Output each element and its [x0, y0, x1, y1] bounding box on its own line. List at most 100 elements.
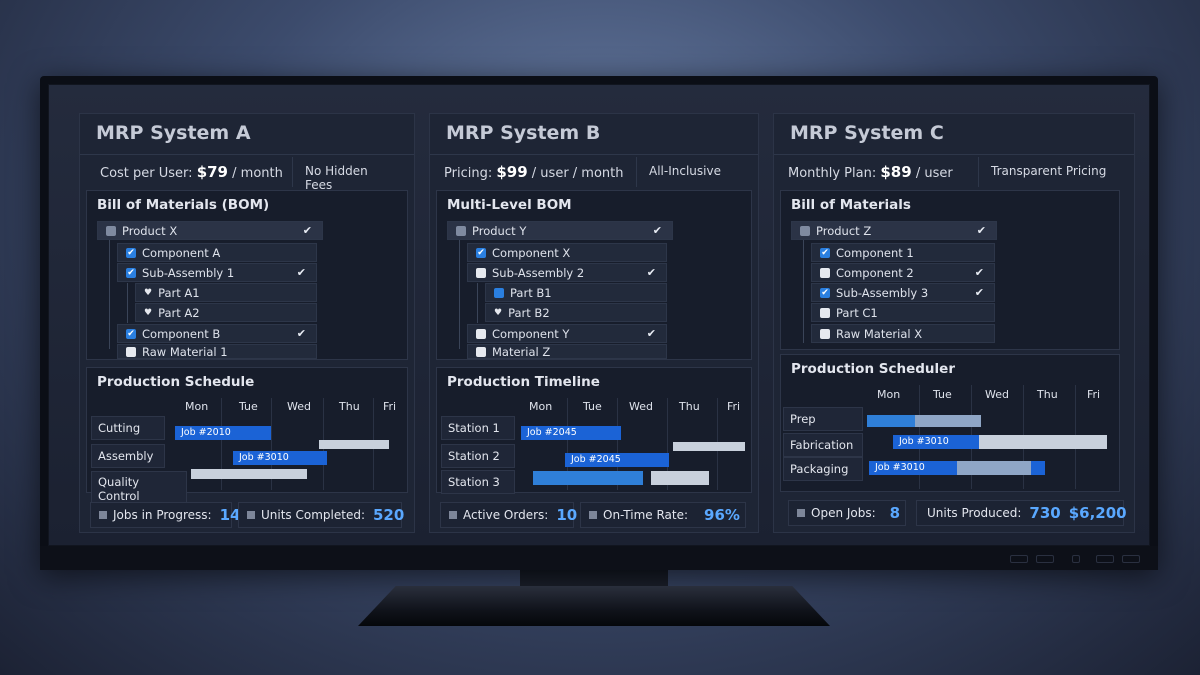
bom-item-component-2[interactable]: Component 2 ✔ — [811, 263, 995, 282]
bom-item-label: Part A2 — [158, 305, 200, 320]
panel-title: MRP System B — [446, 122, 601, 144]
bom-item-component-b[interactable]: ✔ Component B ✔ — [117, 324, 317, 343]
price-prefix: Monthly Plan: — [788, 166, 877, 181]
bom-item-component-x[interactable]: ✔ Component X — [467, 243, 667, 262]
bom-item-part-b1[interactable]: Part B1 — [485, 283, 667, 302]
bom-item-component-a[interactable]: ✔ Component A — [117, 243, 317, 262]
price-prefix: Cost per User: — [100, 166, 193, 181]
bom-item-label: Part C1 — [836, 305, 878, 320]
monitor-neck — [520, 570, 668, 590]
pricing-row: Cost per User: $79 / month No Hidden Fee… — [86, 157, 408, 192]
bom-item-raw-material-x[interactable]: Raw Material X — [811, 324, 995, 343]
pricing-tag: All-Inclusive — [636, 157, 733, 187]
day-header: Fri — [383, 400, 397, 413]
job-bar[interactable]: Job #3010 — [233, 451, 327, 465]
grid-line — [667, 398, 668, 490]
bom-item-part-b2[interactable]: ♥ Part B2 — [485, 303, 667, 322]
section-title: Multi-Level BOM — [447, 197, 572, 213]
checkbox-icon — [820, 328, 830, 339]
section-title: Production Scheduler — [791, 361, 955, 377]
bom-item-label: Raw Material 1 — [142, 344, 228, 359]
section-title: Bill of Materials — [791, 197, 911, 213]
bom-item-label: Component A — [142, 245, 221, 260]
bom-item-label: Component 2 — [836, 265, 914, 280]
day-header: Mon — [877, 388, 901, 401]
bom-item-label: Part A1 — [158, 285, 200, 300]
job-bar[interactable]: Job #2045 — [521, 426, 621, 440]
monitor-button[interactable] — [1036, 555, 1054, 563]
part-icon — [494, 287, 504, 298]
check-icon: ✔ — [646, 327, 656, 340]
panel-mrp-system-b: MRP System B Pricing: $99 / user / month… — [429, 113, 759, 533]
monitor-button[interactable] — [1122, 555, 1140, 563]
bom-item-component-y[interactable]: Component Y ✔ — [467, 324, 667, 343]
screen: MRP System A Cost per User: $79 / month … — [48, 84, 1150, 546]
job-bar[interactable]: Job #2045 — [565, 453, 669, 467]
day-header: Fri — [1087, 388, 1101, 401]
price-value: $99 — [496, 163, 528, 181]
stat-jobs-in-progress: Jobs in Progress: 14 — [90, 502, 240, 528]
grid-line — [567, 398, 568, 490]
bom-item-sub-assembly-1[interactable]: ✔ Sub-Assembly 1 ✔ — [117, 263, 317, 282]
monitor-button[interactable] — [1096, 555, 1114, 563]
bom-item-sub-assembly-3[interactable]: ✔ Sub-Assembly 3 ✔ — [811, 283, 995, 302]
bom-item-label: Component B — [142, 326, 221, 341]
day-header: Wed — [985, 388, 1009, 401]
grid-line — [221, 398, 222, 490]
job-bar[interactable] — [651, 471, 709, 485]
monitor: MRP System A Cost per User: $79 / month … — [40, 76, 1158, 570]
job-bar[interactable] — [867, 415, 915, 427]
day-header: Wed — [629, 400, 653, 413]
stat-label: Open Jobs: — [811, 506, 876, 520]
job-bar[interactable] — [915, 415, 981, 427]
bom-item-part-c1[interactable]: Part C1 — [811, 303, 995, 322]
stat-value: 14 — [219, 506, 241, 524]
schedule-row-label: Station 3 — [441, 470, 515, 494]
price-prefix: Pricing: — [444, 166, 493, 181]
monitor-stand — [358, 586, 830, 626]
bom-item-material-z[interactable]: Material Z — [467, 344, 667, 359]
job-bar[interactable] — [957, 461, 1031, 475]
check-icon: ✔ — [974, 266, 984, 279]
bom-item-part-a2[interactable]: ♥ Part A2 — [135, 303, 317, 322]
part-icon: ♥ — [144, 307, 153, 318]
divider — [430, 154, 758, 155]
day-header: Tue — [583, 400, 602, 413]
monitor-button[interactable] — [1010, 555, 1028, 563]
job-bar[interactable] — [319, 440, 389, 449]
bom-item-label: Component Y — [492, 326, 570, 341]
panel-mrp-system-c: MRP System C Monthly Plan: $89 / user Tr… — [773, 113, 1135, 533]
job-bar[interactable] — [533, 471, 643, 485]
bom-item-product-x[interactable]: Product X ✔ — [97, 221, 323, 240]
bom-item-sub-assembly-2[interactable]: Sub-Assembly 2 ✔ — [467, 263, 667, 282]
job-bar[interactable]: Job #3010 — [869, 461, 957, 475]
bom-item-label: Material Z — [492, 344, 551, 359]
checkbox-checked-icon: ✔ — [820, 247, 830, 258]
day-header: Wed — [287, 400, 311, 413]
checkbox-icon — [476, 328, 486, 339]
bom-item-part-a1[interactable]: ♥ Part A1 — [135, 283, 317, 302]
price-text: Monthly Plan: $89 / user — [788, 163, 953, 181]
stat-icon — [797, 509, 805, 517]
divider — [774, 154, 1134, 155]
section-title: Production Schedule — [97, 374, 255, 390]
stat-label: Units Produced: — [927, 506, 1022, 520]
job-bar[interactable] — [979, 435, 1107, 449]
job-bar[interactable] — [1031, 461, 1045, 475]
stat-label: Jobs in Progress: — [113, 508, 212, 522]
bom-item-product-y[interactable]: Product Y ✔ — [447, 221, 673, 240]
bom-item-product-z[interactable]: Product Z ✔ — [791, 221, 997, 240]
bom-item-component-1[interactable]: ✔ Component 1 — [811, 243, 995, 262]
job-bar[interactable]: Job #2010 — [175, 426, 271, 440]
stat-value: 8 — [889, 504, 901, 522]
bom-item-raw-material-1[interactable]: Raw Material 1 — [117, 344, 317, 359]
bom-item-label: Product Z — [816, 223, 872, 238]
grid-line — [271, 398, 272, 490]
job-bar[interactable] — [191, 469, 307, 479]
job-bar[interactable] — [673, 442, 745, 451]
bom-section: Bill of Materials Product Z ✔ ✔ Componen… — [780, 190, 1120, 350]
bom-item-label: Component 1 — [836, 245, 914, 260]
power-button[interactable] — [1072, 555, 1080, 563]
job-bar[interactable]: Job #3010 — [893, 435, 979, 449]
check-icon: ✔ — [974, 286, 984, 299]
